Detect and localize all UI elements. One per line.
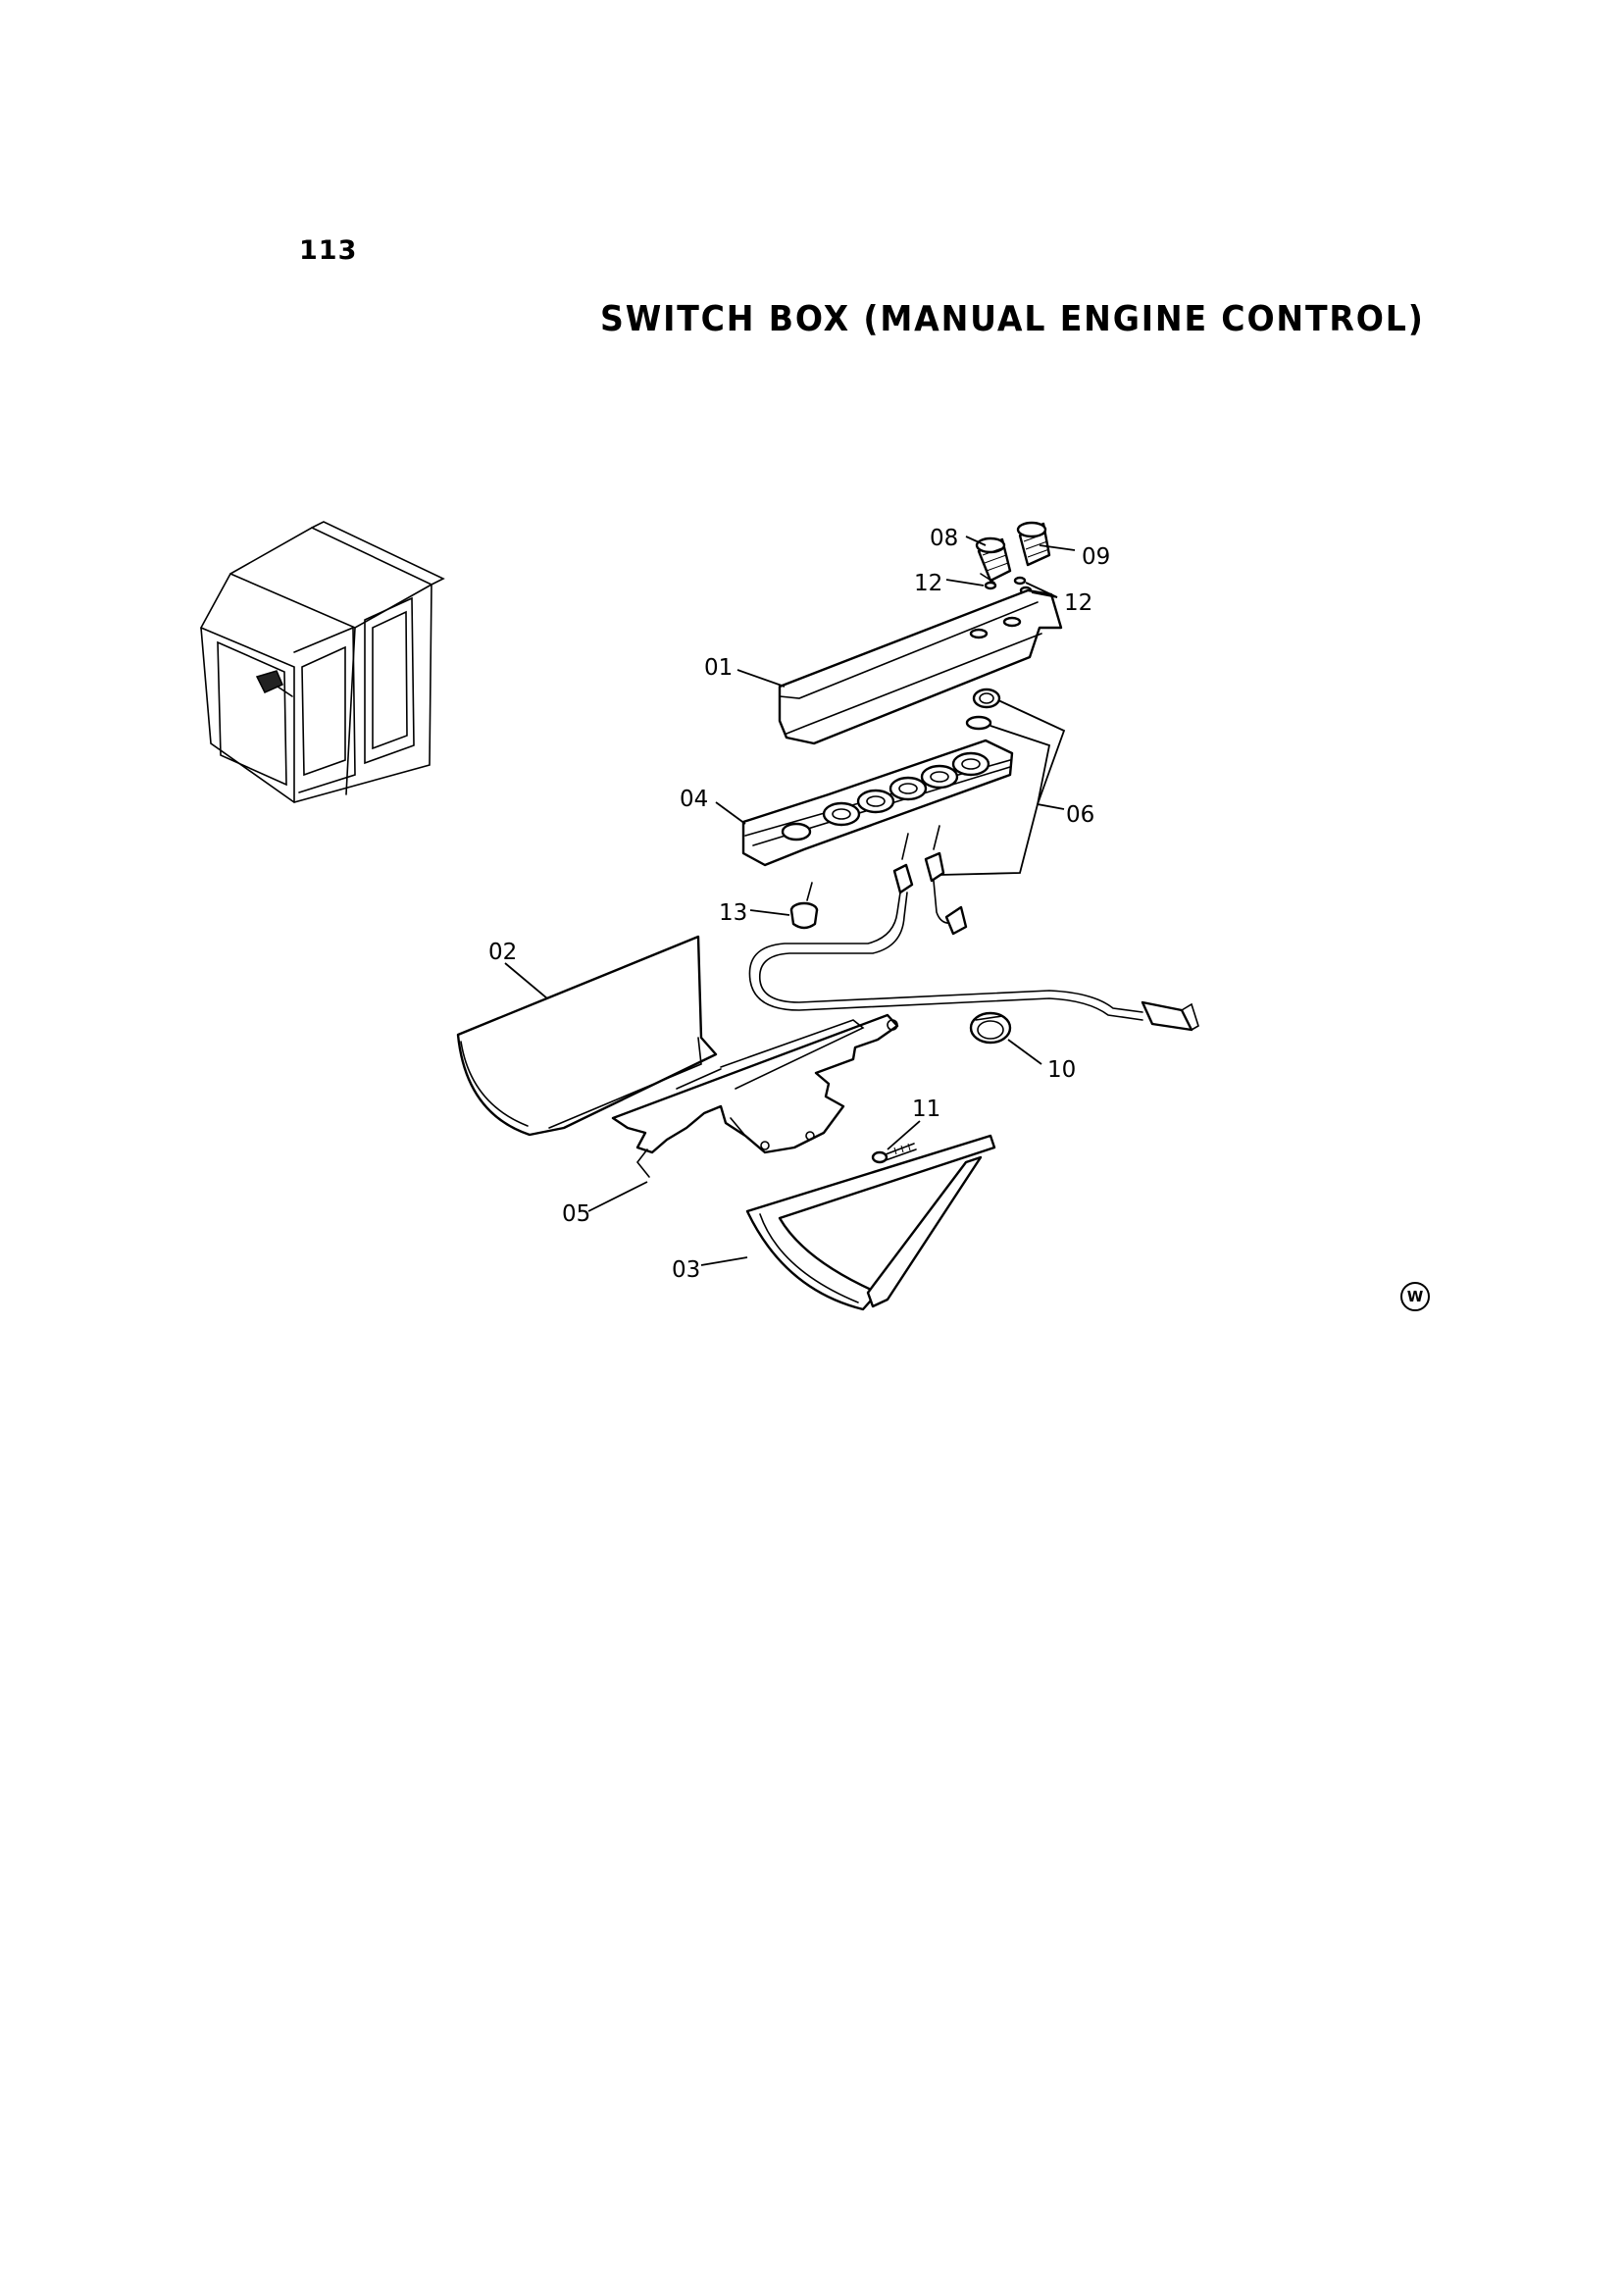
callout-01: 01 [704, 655, 733, 681]
callout-06: 06 [1066, 802, 1094, 828]
callout-04: 04 [680, 787, 708, 812]
grommet-06 [972, 688, 1001, 709]
switch-panel-04 [741, 739, 1014, 867]
callout-12-right: 12 [1064, 590, 1092, 616]
screw-11 [871, 1143, 917, 1164]
lower-cover-03 [745, 1134, 996, 1311]
clamp-10 [969, 1011, 1012, 1045]
knob-08 [975, 536, 1012, 584]
page-title: SWITCH BOX (MANUAL ENGINE CONTROL) [600, 299, 1425, 339]
switch-harness-06 [748, 825, 1199, 1032]
knob-09 [1016, 521, 1051, 567]
callout-13: 13 [719, 900, 747, 926]
cab-location-thumbnail [200, 521, 445, 803]
bracket-05 [611, 1013, 899, 1178]
callout-03: 03 [672, 1257, 700, 1283]
callout-11: 11 [912, 1097, 940, 1122]
washer-06 [965, 715, 992, 731]
lower-cover-02 [456, 935, 718, 1137]
callout-08: 08 [930, 526, 958, 551]
callout-12-left: 12 [914, 571, 942, 596]
page-number: 113 [299, 235, 358, 266]
callout-02: 02 [488, 940, 517, 965]
o-ring-12-left [984, 581, 997, 590]
o-ring-12-right-a [1013, 576, 1027, 586]
corner-mark: W [1400, 1282, 1430, 1311]
callout-10: 10 [1047, 1057, 1076, 1083]
cover-01 [778, 588, 1063, 745]
leader-lines [504, 536, 1076, 1266]
callout-09: 09 [1082, 544, 1110, 570]
callout-05: 05 [562, 1201, 590, 1227]
bushing-13 [789, 882, 819, 930]
